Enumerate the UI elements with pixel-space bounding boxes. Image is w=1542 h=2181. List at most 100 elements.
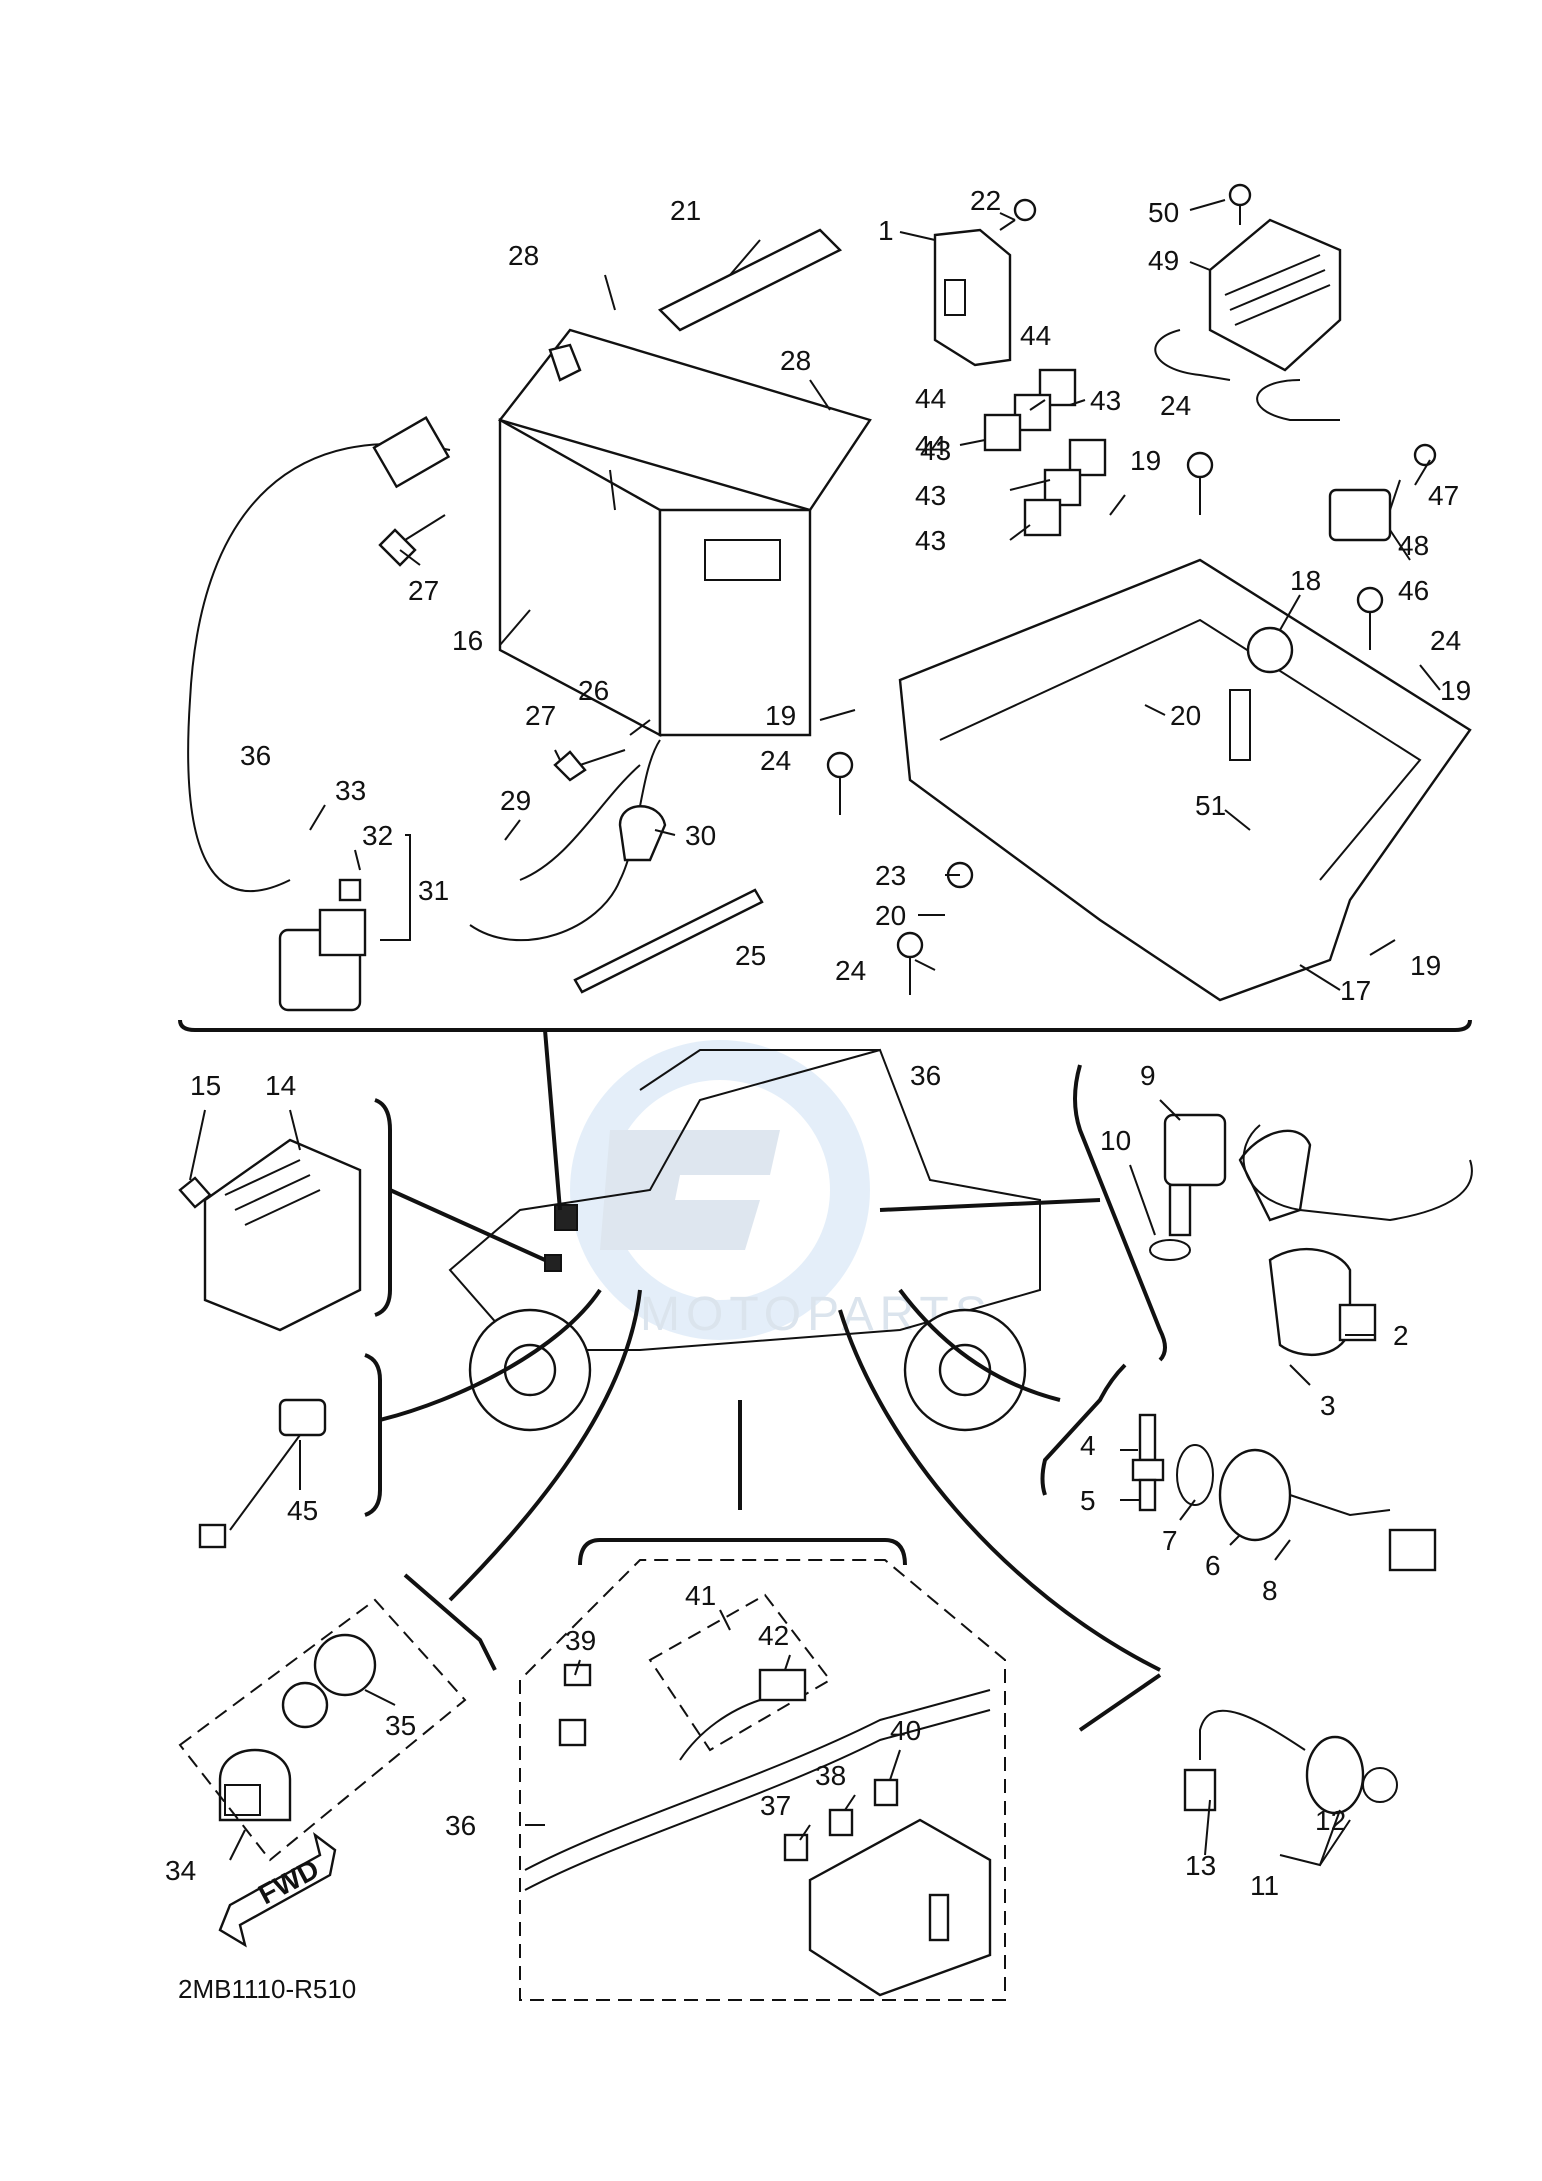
callout-48: 48	[1398, 530, 1429, 561]
group-bracket-plug	[1040, 1363, 1127, 1496]
callout-24-b: 24	[1430, 625, 1461, 656]
callout-leaders	[189, 199, 1441, 1867]
callout-34: 34	[165, 1855, 196, 1886]
callout-37: 37	[760, 1790, 791, 1821]
callout-36-b: 36	[910, 1060, 941, 1091]
temp-sensor	[1149, 1113, 1227, 1261]
callout-19-a: 19	[1130, 445, 1161, 476]
fuse-housing	[808, 1818, 992, 1997]
leader-line	[448, 1289, 642, 1602]
callout-30: 30	[685, 820, 716, 851]
callout-24-a: 24	[1160, 390, 1191, 421]
fuse-harness-group	[519, 1559, 1006, 2001]
callout-16: 16	[452, 625, 483, 656]
callout-50: 50	[1148, 197, 1179, 228]
callout-13: 13	[1185, 1850, 1216, 1881]
callout-2: 2	[1393, 1320, 1409, 1351]
starter-relay	[278, 878, 367, 1012]
neutral-switch	[218, 1633, 377, 1822]
callout-29: 29	[500, 785, 531, 816]
fuse-box	[933, 228, 1012, 367]
leader-line	[543, 1029, 562, 1211]
callout-47: 47	[1428, 480, 1459, 511]
callout-49: 49	[1148, 245, 1179, 276]
callout-33: 33	[335, 775, 366, 806]
top-group-bracket	[178, 1019, 1472, 1032]
battery-tray	[898, 558, 1472, 1002]
angle-sensor	[1328, 488, 1392, 542]
callout-45: 45	[287, 1495, 318, 1526]
callout-14: 14	[265, 1070, 296, 1101]
callout-44-c: 44	[915, 430, 946, 461]
sub-group-41	[648, 1593, 832, 1752]
fwd-label: FWD	[253, 1853, 324, 1910]
callout-27-a: 27	[408, 575, 439, 606]
group-bracket-ignition	[1073, 1064, 1167, 1362]
callout-23: 23	[875, 860, 906, 891]
callout-8: 8	[1262, 1575, 1278, 1606]
callout-43-b: 43	[915, 480, 946, 511]
spark-plug	[1131, 1413, 1165, 1512]
pickup-coil	[1218, 1448, 1437, 1572]
callout-20-b: 20	[875, 900, 906, 931]
callout-15: 15	[190, 1070, 221, 1101]
battery	[497, 328, 872, 737]
callout-6: 6	[1205, 1550, 1221, 1581]
leader-line	[879, 1198, 1101, 1212]
battery-cable	[187, 442, 451, 892]
ground-lead	[469, 739, 661, 941]
rectifier-regulator	[178, 1138, 362, 1332]
callout-19-b: 19	[1440, 675, 1471, 706]
watermark-logo: MOTOPARTS	[570, 1040, 987, 1341]
wire-lead	[519, 764, 641, 881]
callout-18: 18	[1290, 565, 1321, 596]
group-bracket-rectifier	[374, 1098, 392, 1317]
callout-5: 5	[1080, 1485, 1096, 1516]
relay-set	[983, 368, 1107, 537]
wire-harness	[524, 1709, 991, 1891]
group-bracket-sensor	[364, 1353, 382, 1517]
callout-35: 35	[385, 1710, 416, 1741]
callout-31: 31	[418, 875, 449, 906]
callout-43-d: 43	[920, 435, 951, 466]
callout-40: 40	[890, 1715, 921, 1746]
callout-labels: 1 2 3 4 5 6 7 8 9 10 11 12 13 14 15 16 1…	[165, 185, 1471, 1901]
callout-9: 9	[1140, 1060, 1156, 1091]
callout-39: 39	[565, 1625, 596, 1656]
callout-3: 3	[1320, 1390, 1336, 1421]
callout-25: 25	[735, 940, 766, 971]
cable-tie	[573, 888, 764, 994]
callout-22: 22	[970, 185, 1001, 216]
mini-fuses	[558, 1663, 899, 1862]
callout-36-c: 36	[445, 1810, 476, 1841]
callout-19-d: 19	[1410, 950, 1441, 981]
ecu-unit	[1154, 218, 1342, 421]
leader-line	[898, 1288, 1061, 1402]
vehicle-outline	[448, 1048, 1041, 1432]
group-bracket-speed	[1078, 1673, 1162, 1732]
callout-43-a: 43	[1090, 385, 1121, 416]
callout-1: 1	[878, 215, 894, 246]
callout-42: 42	[758, 1620, 789, 1651]
leader-line	[838, 1309, 1161, 1672]
callout-10: 10	[1100, 1125, 1131, 1156]
battery-strap	[657, 228, 843, 332]
leader-line	[389, 1188, 546, 1262]
fwd-arrow-icon: FWD	[218, 1832, 337, 1948]
fuse-holder-42	[679, 1668, 807, 1761]
callout-24-c: 24	[760, 745, 791, 776]
callout-44-a: 44	[1020, 320, 1051, 351]
callout-17: 17	[1340, 975, 1371, 1006]
callout-32: 32	[362, 820, 393, 851]
neutral-switch-group	[178, 1598, 467, 1862]
callout-38: 38	[815, 1760, 846, 1791]
callout-7: 7	[1162, 1525, 1178, 1556]
callout-26: 26	[578, 675, 609, 706]
callout-20-a: 20	[1170, 700, 1201, 731]
group-bracket-center	[578, 1538, 907, 1566]
o-ring	[1176, 1444, 1214, 1506]
cable-terminal	[372, 416, 451, 489]
callout-24-d: 24	[835, 955, 866, 986]
callout-41: 41	[685, 1580, 716, 1611]
